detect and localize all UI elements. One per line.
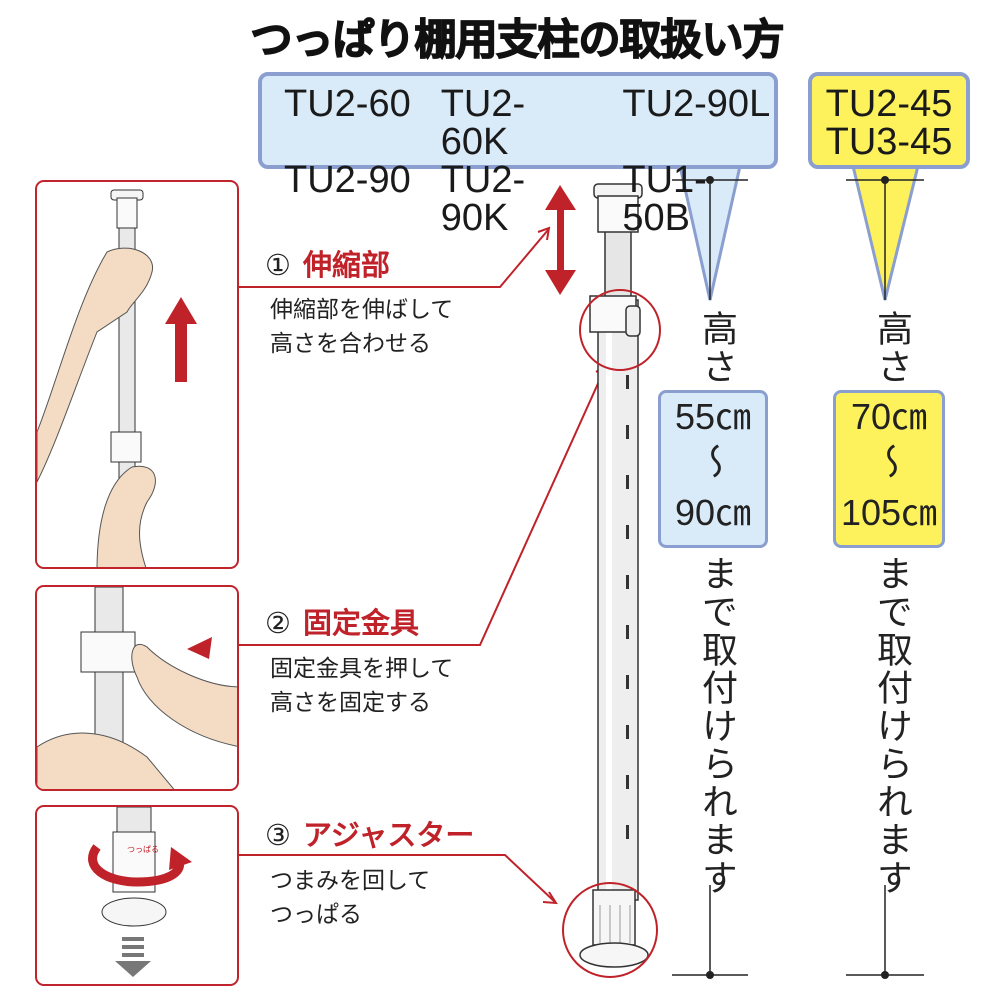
model: TU2-60K xyxy=(440,83,526,163)
model: TU2-90K xyxy=(440,159,526,239)
panel-clamp xyxy=(35,585,239,791)
models-box-blue: TU2-60 TU2-60K TU2-90L TU2-90 TU2-90K TU… xyxy=(258,72,778,237)
height-range-yellow: 70㎝ 〜 105㎝ xyxy=(833,390,945,548)
range-max: 90㎝ xyxy=(674,492,752,533)
step-3-description: つまみを回して つっぱる xyxy=(270,868,431,928)
range-sep: 〜 xyxy=(869,443,910,479)
range-min: 55㎝ xyxy=(674,396,752,437)
model: TU2-45 xyxy=(825,83,953,125)
height-label-yellow: 高さ xyxy=(871,310,912,386)
model: TU2-90L xyxy=(622,83,771,125)
adjuster-print: つっぱる xyxy=(127,845,159,854)
highlight-clamp xyxy=(579,289,661,371)
panel-adjuster: つっぱる xyxy=(35,805,239,986)
mount-label-yellow: まで取付けられます xyxy=(871,555,912,897)
model: TU2-60 xyxy=(284,83,411,125)
height-label-blue: 高さ xyxy=(696,310,737,386)
pole-illustration xyxy=(579,183,649,968)
model: TU1-50B xyxy=(622,159,707,239)
step-2-description: 固定金具を押して 高さを固定する xyxy=(270,656,454,716)
models-box-yellow: TU2-45 TU3-45 xyxy=(808,72,970,169)
extend-double-arrow xyxy=(545,185,576,295)
range-min: 70㎝ xyxy=(850,396,928,437)
height-range-blue: 55㎝ 〜 90㎝ xyxy=(658,390,768,548)
highlight-adjuster xyxy=(562,882,658,978)
page-title: つっぱり棚用支柱の取扱い方 xyxy=(250,14,786,65)
step-1-description: 伸縮部を伸ばして 高さを合わせる xyxy=(270,297,454,357)
model: TU3-45 xyxy=(825,121,953,163)
range-max: 105㎝ xyxy=(840,492,938,533)
model: TU2-90 xyxy=(284,159,411,201)
panel-extend xyxy=(35,180,239,569)
range-sep: 〜 xyxy=(693,443,734,479)
mount-label-blue: まで取付けられます xyxy=(696,555,737,897)
